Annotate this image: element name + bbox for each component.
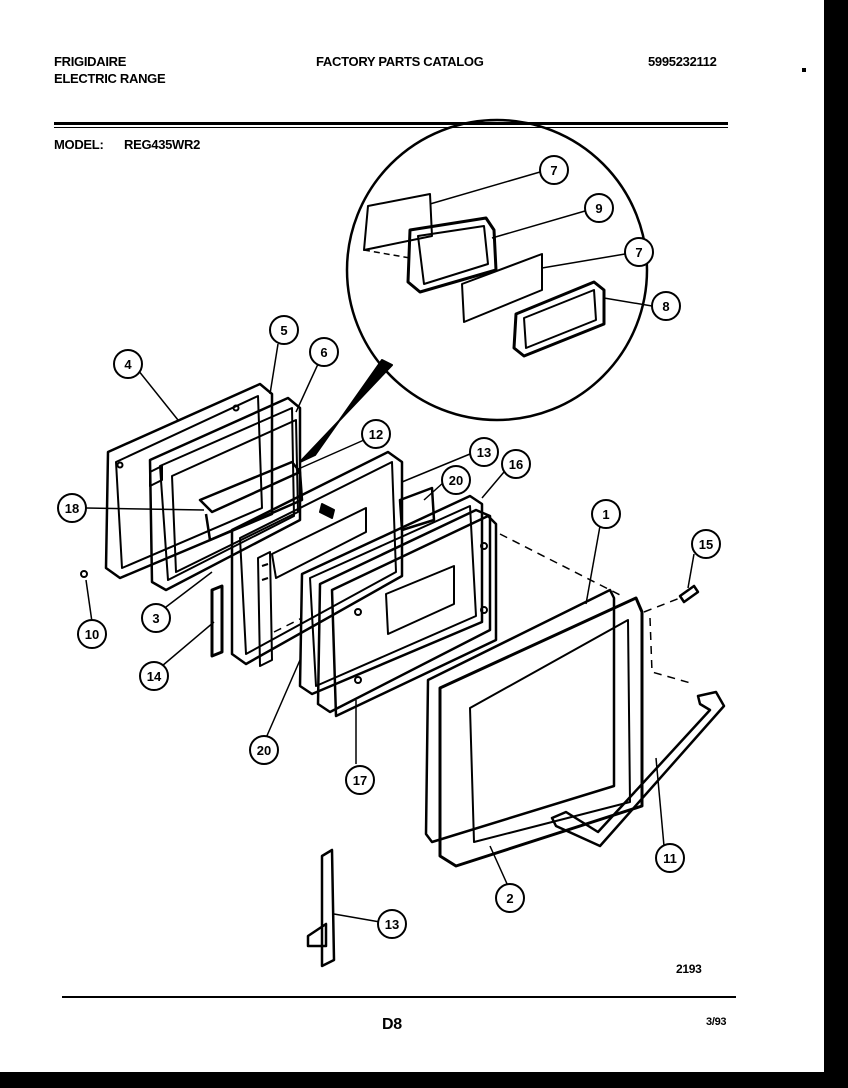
callout-15: 14 (139, 661, 169, 691)
callout-10: 11 (655, 843, 685, 873)
svg-text:18: 18 (65, 501, 79, 516)
callout-2: 2 (495, 883, 525, 913)
assembly-lines (273, 533, 695, 685)
svg-text:13: 13 (477, 445, 491, 460)
part-11-screw (80, 570, 88, 578)
callout-14: 13 (377, 909, 407, 939)
svg-text:17: 17 (353, 773, 367, 788)
callout-bubbles: 7 9 7 8 5 4 6 12 13 16 20 18 1 15 3 10 1… (57, 155, 721, 939)
svg-text:4: 4 (124, 357, 132, 372)
callout-4: 4 (113, 349, 143, 379)
callout-19: 18 (57, 493, 87, 523)
callout-17: 16 (501, 449, 531, 479)
catalog-title: FACTORY PARTS CATALOG (316, 54, 484, 69)
svg-text:1: 1 (602, 507, 609, 522)
svg-text:9: 9 (595, 201, 602, 216)
part-15-hinge (257, 551, 273, 667)
svg-text:20: 20 (449, 473, 463, 488)
svg-text:5: 5 (280, 323, 287, 338)
callout-20-lower: 20 (249, 735, 279, 765)
svg-text:11: 11 (663, 851, 677, 866)
catalog-number: 5995232112 (648, 54, 717, 69)
part-12-bracket (198, 460, 304, 542)
callout-1: 1 (591, 499, 621, 529)
svg-text:14: 14 (147, 669, 162, 684)
svg-text:10: 10 (85, 627, 99, 642)
svg-text:7: 7 (635, 245, 642, 260)
footer-rule (62, 996, 736, 998)
part-18-door-panel (298, 486, 498, 718)
header-rule-thick (54, 122, 728, 125)
page-code: D8 (382, 1016, 402, 1033)
scan-speck (802, 68, 806, 72)
door-exploded-diagram: 7 9 7 8 5 4 6 12 13 16 20 18 1 15 3 10 1… (57, 118, 726, 968)
svg-text:6: 6 (320, 345, 327, 360)
part-10-handle (550, 690, 726, 848)
product-name: ELECTRIC RANGE (54, 71, 166, 86)
brand-name: FRIGIDAIRE (54, 54, 127, 69)
model-number: REG435WR2 (124, 137, 201, 152)
svg-text:2: 2 (506, 891, 513, 906)
callout-11: 10 (77, 619, 107, 649)
svg-text:8: 8 (662, 299, 669, 314)
svg-text:20: 20 (257, 743, 271, 758)
callout-6: 6 (309, 337, 339, 367)
svg-text:7: 7 (550, 163, 557, 178)
revision-date: 3/93 (706, 1016, 727, 1028)
callout-16: 15 (691, 529, 721, 559)
callout-7-lower: 7 (624, 237, 654, 267)
part-16-screw (678, 584, 700, 604)
callout-13: 13 (469, 437, 499, 467)
svg-text:13: 13 (385, 917, 399, 932)
callout-20-top: 20 (441, 465, 471, 495)
svg-text:3: 3 (152, 611, 159, 626)
leader-lines (85, 171, 695, 923)
svg-text:16: 16 (509, 457, 523, 472)
part-5-6-frames (148, 396, 302, 592)
part-14-hinge (306, 848, 336, 968)
callout-8: 8 (651, 291, 681, 321)
callout-12: 12 (361, 419, 391, 449)
part-1-2-outer-door (424, 588, 644, 868)
svg-text:15: 15 (699, 537, 713, 552)
callout-18: 17 (345, 765, 375, 795)
catalog-sheet: FRIGIDAIRE ELECTRIC RANGE FACTORY PARTS … (0, 0, 824, 1072)
callout-7-top: 7 (539, 155, 569, 185)
callout-9: 9 (584, 193, 614, 223)
detail-magnifier (299, 118, 649, 463)
drawing-number: 2193 (676, 962, 702, 976)
header-rule-thin (54, 127, 728, 128)
callout-3: 3 (141, 603, 171, 633)
model-label: MODEL: (54, 137, 104, 152)
callout-5: 5 (269, 315, 299, 345)
part-13-panel (230, 450, 404, 666)
svg-text:12: 12 (369, 427, 383, 442)
part-15-hinge-strip (210, 584, 224, 658)
